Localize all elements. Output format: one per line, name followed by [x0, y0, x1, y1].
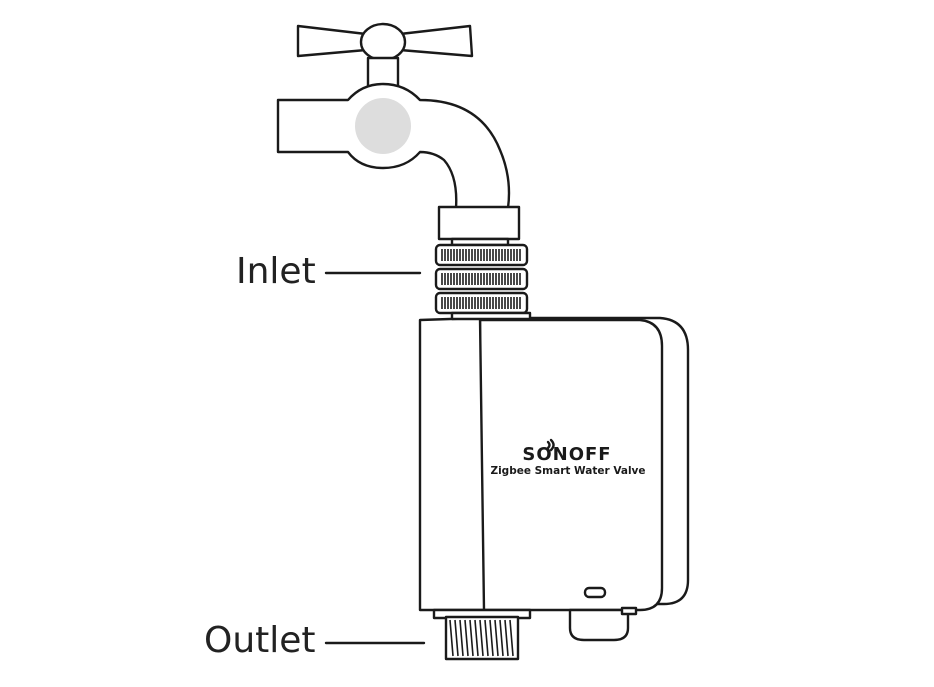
thread-line — [484, 619, 489, 657]
thread-line — [509, 619, 514, 657]
usb-c-port-icon — [583, 586, 607, 599]
svg-text:SONOFF: SONOFF — [522, 444, 611, 465]
thread-line — [459, 619, 464, 657]
thread-line — [474, 619, 479, 657]
thread-line — [454, 619, 459, 657]
svg-text:Zigbee Smart Water Valve: Zigbee Smart Water Valve — [490, 465, 645, 477]
outlet-label: Outlet — [204, 620, 316, 661]
thread-line — [449, 619, 454, 657]
inlet-coupling — [434, 237, 529, 315]
thread-line — [504, 619, 509, 657]
thread-line — [489, 619, 494, 657]
thread-line — [464, 619, 469, 657]
thread-line — [479, 619, 484, 657]
valve-body — [418, 311, 690, 642]
thread-line — [499, 619, 504, 657]
thread-line — [469, 619, 474, 657]
brand-logo: SONOFF Zigbee Smart Water Valve — [490, 438, 646, 477]
signal-waves-icon — [546, 438, 555, 452]
faucet-icon — [276, 22, 521, 241]
inlet-label: Inlet — [236, 251, 316, 292]
outlet-pipe — [444, 615, 520, 661]
thread-line — [494, 619, 499, 657]
